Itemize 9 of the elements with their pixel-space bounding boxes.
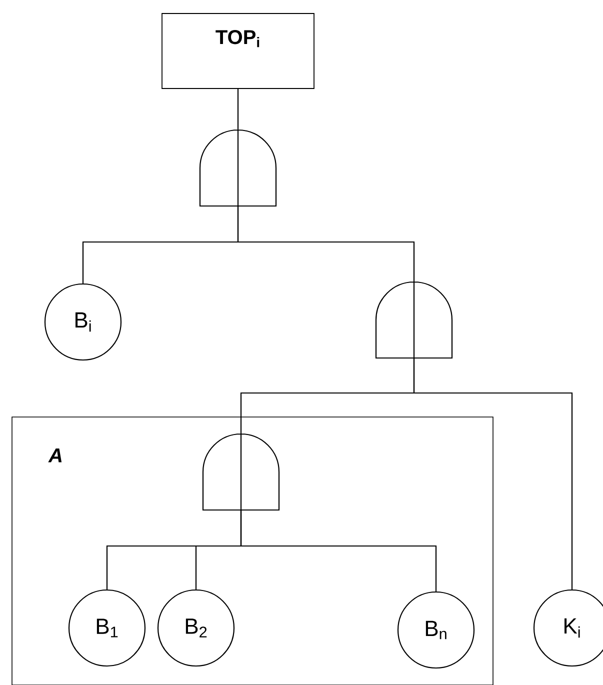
connector-line bbox=[413, 358, 573, 590]
connector-line bbox=[237, 206, 415, 282]
connector-line bbox=[240, 510, 437, 592]
group-label: A bbox=[48, 448, 62, 462]
connector-line bbox=[237, 88, 239, 130]
and-gate bbox=[202, 432, 280, 512]
event-box: TOP$_{i}$ bbox=[162, 13, 314, 89]
and-gate bbox=[199, 128, 277, 208]
and-gate bbox=[375, 280, 453, 360]
